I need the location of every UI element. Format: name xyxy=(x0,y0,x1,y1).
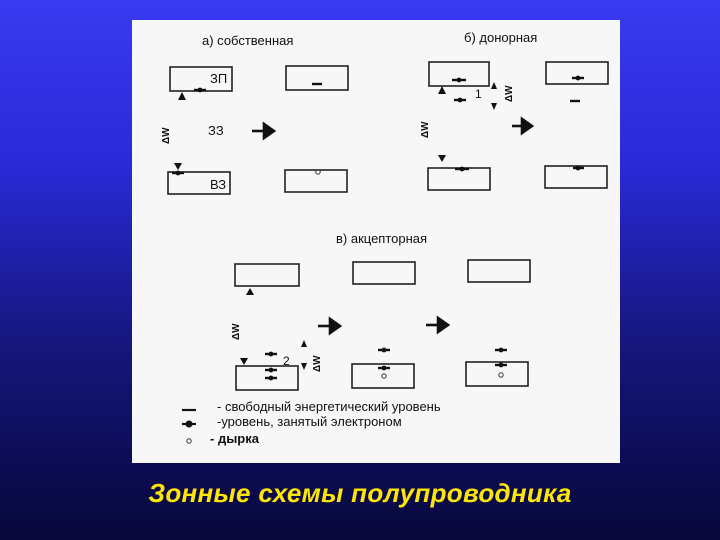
legend-hole-symbol xyxy=(186,438,192,444)
acceptor-level-label: 2 xyxy=(283,354,290,368)
slide-title: Зонные схемы полупроводника xyxy=(148,478,572,508)
cb-box-b2 xyxy=(545,61,609,85)
vb-box-a2 xyxy=(284,169,348,193)
vb-box-c2 xyxy=(351,363,415,389)
cb-box-c3 xyxy=(467,259,531,283)
gap-label: ЗЗ xyxy=(208,123,224,138)
svg-text:ΔW: ΔW xyxy=(161,127,172,144)
vb-box-b1 xyxy=(427,167,491,191)
donor-level-label: 1 xyxy=(475,87,482,101)
vb-box-b2 xyxy=(544,165,608,189)
cb-box-c1 xyxy=(234,263,300,287)
vb-label: ВЗ xyxy=(210,177,227,192)
cb-box-b1 xyxy=(428,61,490,87)
cb-box-c2 xyxy=(352,261,416,285)
panel-c-title: в) акцепторная xyxy=(336,231,428,246)
svg-text:ΔW: ΔW xyxy=(504,85,515,102)
svg-text:ΔW: ΔW xyxy=(231,323,242,340)
panel-b-title: б) донорная xyxy=(464,30,538,45)
legend-occupied-text: -уровень, занятый электроном xyxy=(217,414,402,429)
svg-text:ΔW: ΔW xyxy=(420,121,431,138)
vb-box-c3 xyxy=(465,361,529,387)
hole xyxy=(315,169,321,175)
vb-box-c1 xyxy=(235,365,299,391)
hole xyxy=(498,372,504,378)
hole xyxy=(381,373,387,379)
cb-box-a2 xyxy=(285,65,349,91)
svg-text:ΔW: ΔW xyxy=(312,355,323,372)
diagram-panel: ΔW ΔW ΔW ΔW ΔW а) собственная б) донорна… xyxy=(132,20,620,463)
panel-a-title: а) собственная xyxy=(202,33,294,48)
legend-hole-text: - дырка xyxy=(210,431,259,446)
band-diagram: ΔW ΔW ΔW ΔW ΔW xyxy=(161,61,609,444)
cb-label: ЗП xyxy=(210,71,228,86)
legend-free-text: - свободный энергетический уровень xyxy=(217,399,441,414)
vb-box-a1 xyxy=(167,171,231,195)
